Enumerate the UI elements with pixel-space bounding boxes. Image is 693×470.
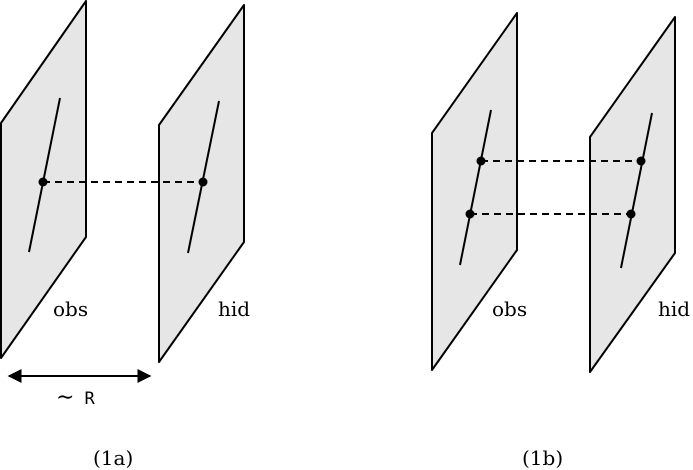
curve-hid-1b: [620, 112, 653, 269]
point-obs-upper-1b: [476, 156, 486, 166]
point-obs-1a: [38, 177, 48, 187]
distance-tilde: ∼: [56, 385, 74, 410]
distance-variable: R: [84, 389, 95, 409]
panel-1a: obs hid ∼ R (1a): [0, 0, 250, 470]
label-obs-1a: obs: [53, 297, 88, 321]
curve-obs-1a: [28, 97, 61, 253]
point-obs-lower-1b: [465, 209, 475, 219]
distance-label: ∼ R: [56, 385, 95, 410]
label-hid-1b: hid: [658, 297, 690, 321]
curve-obs-1b: [459, 109, 492, 266]
point-hid-upper-1b: [636, 156, 646, 166]
label-obs-1b: obs: [492, 297, 527, 321]
curve-hid-1a: [187, 100, 220, 254]
point-hid-1a: [198, 177, 208, 187]
label-hid-1a: hid: [218, 297, 250, 321]
caption-1a: (1a): [93, 446, 133, 470]
caption-1b: (1b): [522, 446, 563, 470]
hidden-plane-1b: [589, 16, 676, 373]
panel-1b: obs hid (1b): [431, 12, 690, 470]
point-hid-lower-1b: [626, 209, 636, 219]
